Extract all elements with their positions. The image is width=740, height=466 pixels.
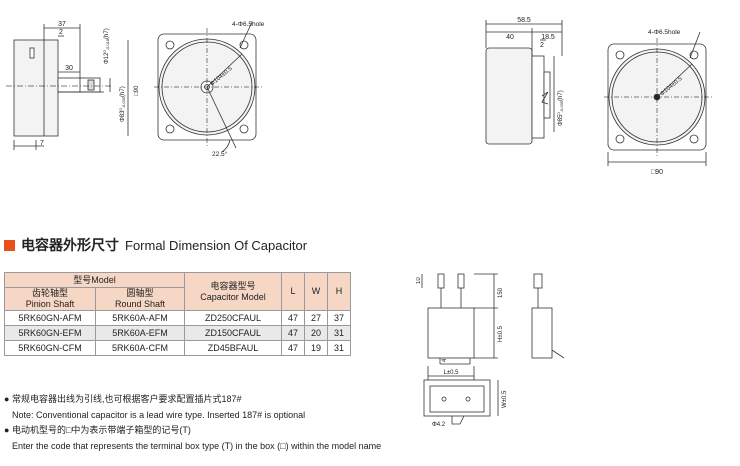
header-gear-cn: 齿轮轴型: [31, 288, 68, 298]
cell-gear: 5RK60GN-EFM: [4, 325, 96, 341]
cell-l: 47: [281, 325, 305, 341]
dim-cap-hole: Φ4.2: [432, 422, 446, 428]
dim-square-90: □90: [134, 85, 140, 96]
dim-cap-150: 150: [498, 287, 504, 298]
cell-round: 5RK60A-CFM: [95, 340, 185, 356]
capacitor-table: 型号Model 电容器型号 Capacitor Model L W H 齿轮轴型…: [4, 272, 351, 356]
header-h: H: [327, 272, 351, 311]
cell-w: 27: [304, 310, 328, 326]
dim-cap-l: L±0.5: [444, 370, 460, 376]
round-motor-front-drawing: 4-Φ6.5hole Φ104±0.5 □90: [604, 29, 712, 176]
cell-gear: 5RK60GN-CFM: [4, 340, 96, 356]
square-label-round: □90: [651, 169, 663, 176]
header-w: W: [304, 272, 328, 311]
dim-shaft-fit: (h7): [104, 28, 110, 39]
dim-shaft-tol-low: -0.018: [105, 38, 110, 50]
dim-shaft-tol-up: 0: [102, 50, 107, 53]
section-title-en: Formal Dimension Of Capacitor: [125, 237, 308, 253]
section-title: 电容器外形尺寸 Formal Dimension Of Capacitor: [4, 236, 307, 254]
cell-h: 37: [327, 310, 351, 326]
header-pinion-shaft: 齿轮轴型 Pinion Shaft: [4, 287, 96, 311]
dim-shaft-dia: Φ12: [104, 52, 110, 64]
angle-label: 22.5°: [212, 150, 228, 158]
dim-pilot-tol-low: -0.035: [121, 96, 126, 108]
header-model-group: 型号Model: [4, 272, 185, 288]
cell-gear: 5RK60GN-AFM: [4, 310, 96, 326]
note-line-2: Note: Conventional capacitor is a lead w…: [12, 409, 306, 420]
header-capacitor-model: 电容器型号 Capacitor Model: [184, 272, 282, 311]
dim-7: 7: [40, 140, 44, 147]
header-gear-en: Pinion Shaft: [25, 299, 75, 309]
hole-label-round: 4-Φ6.5hole: [648, 29, 681, 36]
cell-round: 5RK60A-AFM: [95, 310, 185, 326]
dim-cap-h: H±0.5: [498, 325, 504, 342]
dim-cap-10: 10: [416, 277, 422, 284]
capacitor-drawing: 10 150 H±0.5 4 L±0.5 W±0.5 Φ4.2: [416, 273, 565, 428]
header-cap-en: Capacitor Model: [200, 291, 266, 302]
dim-37: 37: [58, 21, 66, 28]
section-marker: [4, 239, 15, 251]
round-motor-side-drawing: 58.5 40 18.5 2 Φ850-0.035(h7): [485, 17, 564, 145]
svg-text:Φ850-0.035(h7): Φ850-0.035(h7): [556, 90, 564, 126]
cell-l: 47: [281, 340, 305, 356]
dim-cap-4: 4: [442, 358, 448, 362]
dim-round-fit: (h7): [558, 90, 564, 101]
cell-cap: ZD150CFAUL: [184, 325, 282, 341]
header-round-en: Round Shaft: [114, 299, 166, 309]
dim-round-tol-up: 0: [556, 112, 561, 115]
note-line-1: ●常规电容器出线为引线,也可根据客户要求配置插片式187#: [4, 394, 242, 404]
table-row: 5RK60GN-AFM 5RK60A-AFM ZD250CFAUL 47 27 …: [4, 310, 351, 326]
header-l: L: [281, 272, 305, 311]
note-line-4: Enter the code that represents the termi…: [12, 440, 382, 451]
dim-58-5: 58.5: [517, 17, 531, 24]
notes: ●常规电容器出线为引线,也可根据客户要求配置插片式187# Note: Conv…: [4, 392, 381, 454]
svg-text:Φ120-0.018(h7): Φ120-0.018(h7): [102, 28, 110, 64]
header-round-shaft: 圆轴型 Round Shaft: [95, 287, 185, 311]
svg-text:Φ830-0.035(h7): Φ830-0.035(h7): [118, 86, 126, 122]
dim-30: 30: [65, 65, 73, 72]
header-cap-cn: 电容器型号: [210, 280, 256, 291]
cell-cap: ZD250CFAUL: [184, 310, 282, 326]
dim-pilot-tol-up: 0: [118, 108, 123, 111]
dim-18-5: 18.5: [541, 34, 555, 41]
dim-pilot-fit: (h7): [120, 86, 126, 97]
cell-round: 5RK60A-EFM: [95, 325, 185, 341]
table-row: 5RK60GN-CFM 5RK60A-CFM ZD45BFAUL 47 19 3…: [4, 340, 351, 356]
dim-2-round: 2: [540, 42, 544, 49]
cell-l: 47: [281, 310, 305, 326]
cell-w: 19: [304, 340, 328, 356]
table-row: 5RK60GN-EFM 5RK60A-EFM ZD150CFAUL 47 20 …: [4, 325, 351, 341]
dim-round-tol-low: -0.035: [559, 100, 564, 112]
cell-h: 31: [327, 340, 351, 356]
cell-h: 31: [327, 325, 351, 341]
hole-label: 4-Φ6.5hole: [232, 21, 265, 28]
section-title-cn: 电容器外形尺寸: [21, 237, 119, 253]
dim-round-pilot: Φ85: [558, 114, 564, 126]
dim-cap-w: W±0.5: [502, 390, 508, 408]
gear-motor-side-drawing: 37 2 30 7 Φ120-0.018(h7) Φ830-0.035(h7) …: [6, 21, 140, 150]
dim-pilot-dia: Φ83: [120, 110, 126, 122]
cell-w: 20: [304, 325, 328, 341]
gear-motor-front-drawing: 4-Φ6.5hole Φ104±0.5 22.5°: [154, 21, 265, 158]
header-round-cn: 圆轴型: [126, 288, 154, 298]
dim-2: 2: [59, 29, 63, 36]
cell-cap: ZD45BFAUL: [184, 340, 282, 356]
dim-40: 40: [506, 34, 514, 41]
note-line-3: ●电动机型号的□中为表示带端子箱型的记号(T): [4, 425, 191, 435]
